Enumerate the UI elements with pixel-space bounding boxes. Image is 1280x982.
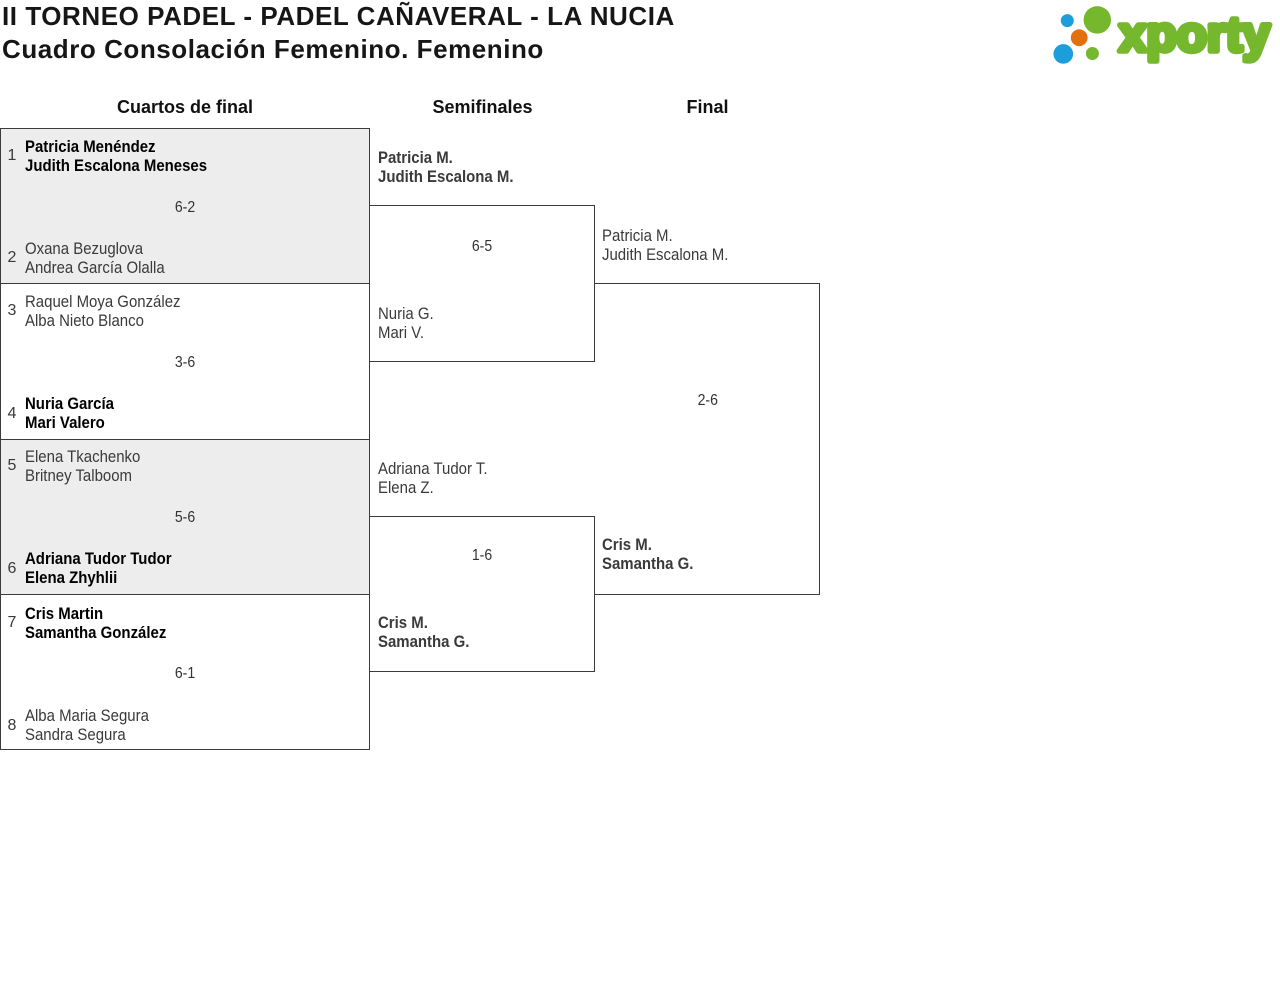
svg-text:xporty: xporty [1119, 8, 1270, 62]
